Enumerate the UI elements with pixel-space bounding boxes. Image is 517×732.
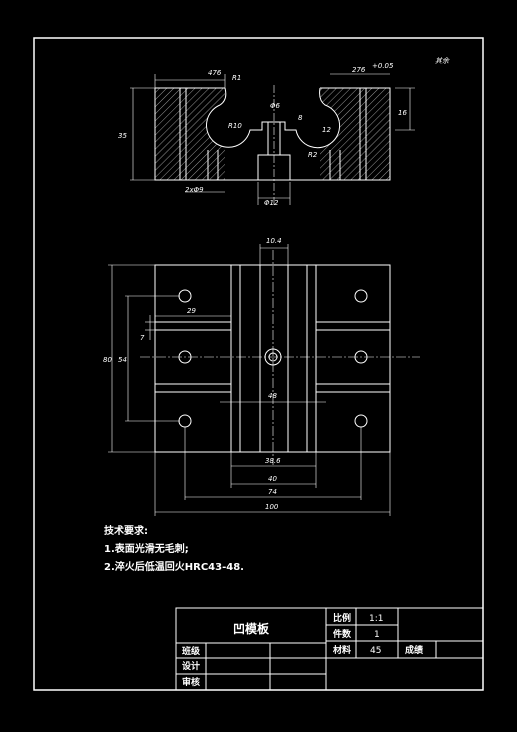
notes-line-1: 1.表面光滑无毛刺;	[104, 542, 189, 555]
dim-r10: R10	[228, 122, 242, 130]
notes-title: 技术要求:	[104, 524, 148, 537]
dim-29: 29	[187, 307, 196, 315]
dim-276: 276	[352, 66, 366, 74]
top-section-view	[154, 87, 391, 181]
grade-label: 成绩	[405, 644, 423, 656]
dim-48: 48	[268, 392, 277, 400]
dim-8: 8	[298, 114, 303, 122]
dim-74: 74	[268, 488, 277, 496]
dim-100: 100	[265, 503, 279, 511]
part-name: 凹模板	[233, 621, 270, 636]
dim-10-4: 10.4	[266, 237, 282, 245]
dim-40: 40	[268, 475, 277, 483]
scale-value: 1:1	[369, 614, 383, 624]
dim-12: 12	[322, 126, 331, 134]
review-label: 审核	[182, 676, 200, 688]
class-label: 班级	[182, 645, 201, 657]
dim-r2: R2	[308, 151, 318, 159]
surface-note: 其余	[435, 57, 450, 65]
dim-80: 80	[103, 356, 112, 364]
dim-38-6: 38.6	[265, 457, 281, 465]
qty-value: 1	[374, 630, 380, 640]
material-value: 45	[370, 646, 381, 656]
front-view	[140, 250, 420, 465]
dim-phi6: Φ6	[270, 102, 281, 110]
dim-r1: R1	[232, 74, 241, 82]
dim-7: 7	[140, 334, 145, 342]
drawing-frame	[33, 37, 484, 691]
dim-holes: 2xΦ9	[185, 186, 204, 194]
dim-tolerance: +0.05	[372, 62, 394, 70]
front-view-dimensions	[108, 244, 391, 516]
top-view-dimensions	[130, 73, 415, 205]
notes-line-2: 2.淬火后低温回火HRC43-48.	[104, 560, 244, 573]
dim-phi12: Φ12	[264, 199, 279, 207]
dim-16: 16	[398, 109, 407, 117]
design-label: 设计	[182, 660, 200, 672]
dim-35: 35	[118, 132, 127, 140]
qty-label: 件数	[333, 628, 352, 640]
material-label: 材料	[332, 644, 351, 656]
dim-476: 476	[208, 69, 222, 77]
dim-54: 54	[118, 356, 127, 364]
scale-label: 比例	[333, 612, 351, 624]
title-block	[175, 607, 484, 691]
